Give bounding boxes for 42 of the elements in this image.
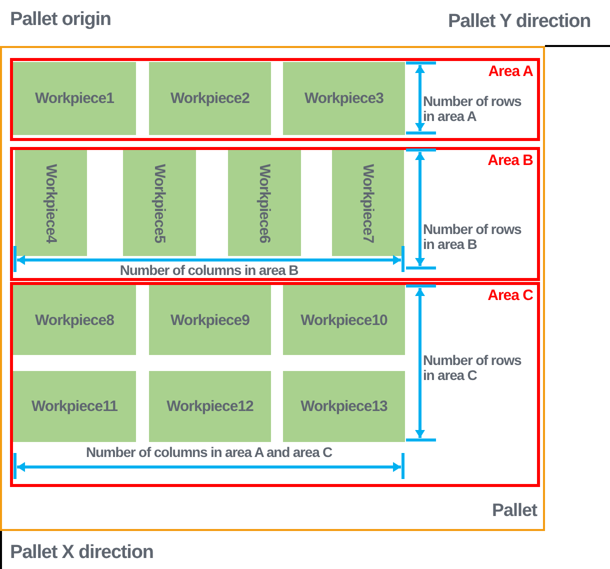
workpiece-block xyxy=(283,371,405,442)
workpiece-block xyxy=(13,62,136,135)
workpiece-label: Workpiece3 xyxy=(304,90,384,107)
area-box xyxy=(10,58,540,141)
label-text: Number of rows in area A xyxy=(423,94,522,125)
area-title: Area B xyxy=(488,152,533,169)
workpiece-block xyxy=(13,371,136,442)
workpiece-label: Workpiece10 xyxy=(300,312,388,328)
area-title: Area A xyxy=(488,63,533,80)
label-text: Pallet X direction xyxy=(10,543,154,564)
pallet-label: Pallet xyxy=(492,500,537,521)
label-text: Number of columns in area B xyxy=(118,263,300,278)
workpiece-block xyxy=(228,150,301,256)
workpiece-label: Workpiece2 xyxy=(170,90,250,107)
workpiece-block xyxy=(123,150,196,256)
workpiece-label: Workpiece8 xyxy=(35,312,114,328)
workpiece-block xyxy=(332,150,404,256)
workpiece-label: Workpiece5 xyxy=(151,164,168,242)
label-text: Pallet origin xyxy=(10,10,112,31)
workpiece-block xyxy=(13,285,136,355)
label-text: Pallet Y direction xyxy=(448,12,592,33)
workpiece-label: Workpiece11 xyxy=(32,398,118,415)
workpiece-block xyxy=(149,62,271,135)
label-text: Number of columns in area A and area C xyxy=(84,445,334,460)
area-title: Area C xyxy=(488,287,533,304)
workpiece-block xyxy=(283,285,405,355)
workpiece-label: Workpiece13 xyxy=(300,398,388,415)
workpiece-block xyxy=(149,285,271,355)
pallet-box xyxy=(0,46,545,531)
workpiece-label: Workpiece7 xyxy=(360,164,376,242)
area-box xyxy=(10,282,540,487)
label-text: Number of rows in area C xyxy=(423,353,522,384)
workpiece-block xyxy=(149,371,271,442)
area-box xyxy=(10,147,540,281)
label-text: Number of rows in area B xyxy=(423,222,522,253)
workpiece-label: Workpiece6 xyxy=(256,164,273,242)
workpiece-label: Workpiece1 xyxy=(35,90,114,107)
workpiece-label: Workpiece4 xyxy=(42,164,60,242)
workpiece-label: Workpiece12 xyxy=(166,398,254,415)
workpiece-block xyxy=(283,62,405,135)
workpiece-label: Workpiece9 xyxy=(170,312,250,328)
workpiece-block xyxy=(15,150,87,256)
